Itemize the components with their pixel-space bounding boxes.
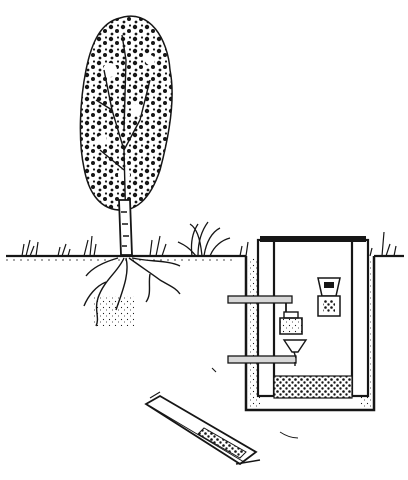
left-wall-panel: [258, 240, 274, 396]
right-wall-panel: [352, 240, 368, 396]
ink-mark: [280, 432, 298, 438]
observation-box: [258, 236, 368, 398]
soil-pit: [228, 236, 374, 410]
grass-tufts: [22, 232, 396, 256]
tree-trunk: [119, 200, 132, 255]
collection-trough: [146, 396, 260, 464]
tree-canopy: [80, 16, 172, 210]
root-soil-stipple: [94, 296, 134, 326]
gravel-layer: [274, 376, 352, 398]
lid-bar: [260, 236, 366, 242]
shrub: [178, 222, 230, 256]
ink-mark: [212, 368, 216, 372]
hanging-sampler: [318, 278, 340, 316]
tree: [80, 16, 180, 326]
lower-collection-pipe: [228, 356, 296, 363]
collection-bottle: [280, 312, 302, 334]
